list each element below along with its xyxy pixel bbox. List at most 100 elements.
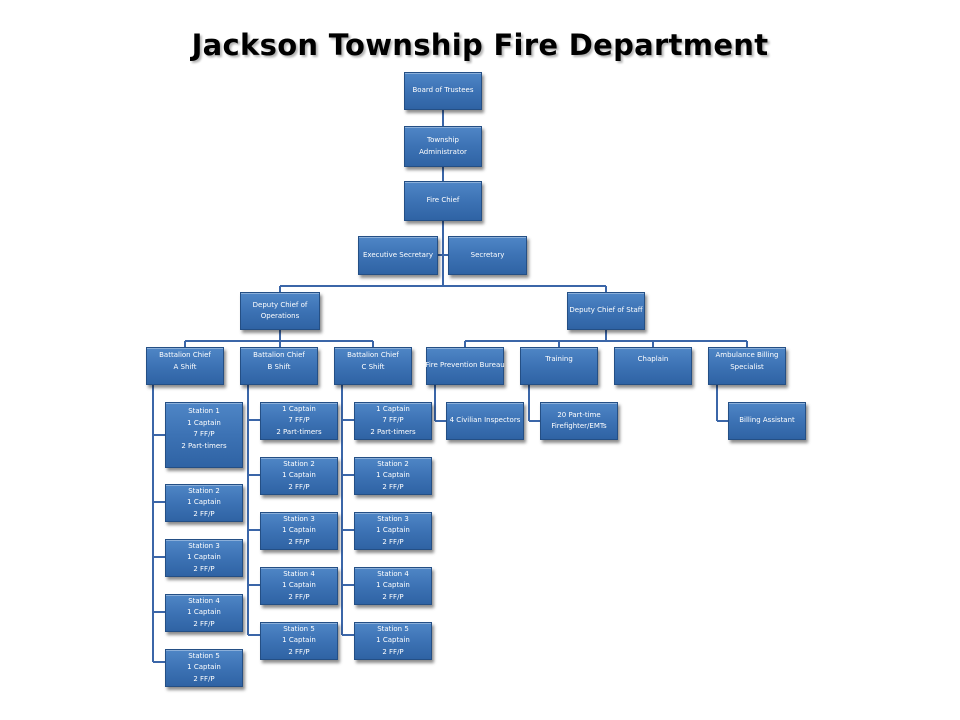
a-station-2-name: Station 2	[188, 486, 220, 495]
c-shift-station-4-box: Station 4 1 Captain 2 FF/P	[354, 567, 432, 605]
battalion-chief-b-line2: B Shift	[267, 362, 291, 371]
civilian-inspectors-label: 4 Civilian Inspectors	[449, 416, 521, 425]
c-station-5-ffp: 2 FF/P	[382, 647, 404, 656]
battalion-chief-b-line1: Battalion Chief	[253, 351, 305, 359]
c-shift-station-2-box: Station 2 1 Captain 2 FF/P	[354, 457, 432, 495]
b-station-5-captain: 1 Captain	[282, 636, 316, 645]
training-firefighters-line2: Firefighter/EMTs	[551, 422, 607, 430]
c-station-4-captain: 1 Captain	[376, 581, 410, 590]
training-firefighters-line1: 20 Part-time	[557, 410, 601, 419]
b-shift-station-1-box: 1 Captain 7 FF/P 2 Part-timers	[260, 402, 338, 440]
battalion-chief-a-line2: A Shift	[173, 362, 197, 371]
b-station-1-part-timers: 2 Part-timers	[276, 427, 322, 436]
deputy-chief-operations-line2: Operations	[260, 312, 300, 320]
b-station-4-name: Station 4	[283, 569, 315, 578]
c-station-3-ffp: 2 FF/P	[382, 537, 404, 546]
battalion-chief-c-box: Battalion Chief C Shift	[334, 347, 412, 385]
b-station-4-captain: 1 Captain	[282, 581, 316, 590]
fire-chief-label: Fire Chief	[426, 196, 460, 205]
b-shift-station-3-box: Station 3 1 Captain 2 FF/P	[260, 512, 338, 550]
a-station-3-name: Station 3	[188, 541, 220, 550]
a-station-3-ffp: 2 FF/P	[193, 564, 215, 573]
deputy-chief-staff-box: Deputy Chief of Staff	[567, 292, 645, 330]
c-station-2-ffp: 2 FF/P	[382, 482, 404, 491]
a-shift-station-5-box: Station 5 1 Captain 2 FF/P	[165, 649, 243, 687]
b-station-2-name: Station 2	[283, 459, 315, 468]
fire-prevention-bureau-label: Fire Prevention Bureau	[425, 361, 505, 370]
a-station-3-captain: 1 Captain	[187, 553, 221, 562]
township-administrator-box: Township Administrator	[404, 126, 482, 167]
a-station-1-name: Station 1	[188, 407, 220, 415]
battalion-chief-c-line2: C Shift	[361, 362, 385, 371]
b-shift-station-2-box: Station 2 1 Captain 2 FF/P	[260, 457, 338, 495]
c-station-5-captain: 1 Captain	[376, 636, 410, 645]
chaplain-label: Chaplain	[637, 355, 669, 363]
a-station-4-ffp: 2 FF/P	[193, 619, 215, 628]
b-station-1-captain: 1 Captain	[282, 404, 316, 413]
battalion-chief-c-line1: Battalion Chief	[347, 351, 399, 359]
c-shift-station-1-box: 1 Captain 7 FF/P 2 Part-timers	[354, 402, 432, 440]
c-station-2-captain: 1 Captain	[376, 471, 410, 480]
a-station-5-name: Station 5	[188, 651, 220, 660]
ambulance-billing-specialist-label: Ambulance Billing Specialist	[715, 351, 779, 371]
deputy-chief-operations-line1: Deputy Chief of	[252, 300, 308, 309]
c-station-3-captain: 1 Captain	[376, 526, 410, 535]
executive-secretary-box: Executive Secretary	[358, 236, 438, 275]
deputy-chief-staff-label: Deputy Chief of Staff	[569, 306, 643, 315]
a-station-4-captain: 1 Captain	[187, 608, 221, 617]
battalion-chief-a-line1: Battalion Chief	[159, 351, 211, 359]
battalion-chief-a-box: Battalion Chief A Shift	[146, 347, 224, 385]
battalion-chief-b-box: Battalion Chief B Shift	[240, 347, 318, 385]
b-station-3-captain: 1 Captain	[282, 526, 316, 535]
a-station-1-captain: 1 Captain	[187, 418, 221, 427]
a-station-1-ffp: 7 FF/P	[193, 430, 215, 438]
c-station-4-name: Station 4	[377, 569, 409, 578]
c-station-2-name: Station 2	[377, 459, 409, 468]
b-station-5-ffp: 2 FF/P	[288, 647, 310, 656]
board-of-trustees-box: Board of Trustees	[404, 72, 482, 110]
deputy-chief-operations-box: Deputy Chief of Operations	[240, 292, 320, 330]
a-station-4-name: Station 4	[188, 596, 220, 605]
billing-assistant-box: Billing Assistant	[728, 402, 806, 440]
a-station-5-ffp: 2 FF/P	[193, 674, 215, 683]
a-station-1-part-timers: 2 Part-timers	[181, 441, 227, 450]
training-firefighters-box: 20 Part-time Firefighter/EMTs	[540, 402, 618, 440]
b-station-2-captain: 1 Captain	[282, 471, 316, 480]
training-box: Training	[520, 347, 598, 385]
chart-title: Jackson Township Fire Department	[191, 28, 769, 62]
c-station-1-ffp: 7 FF/P	[382, 416, 404, 425]
b-station-5-name: Station 5	[283, 624, 315, 633]
c-shift-station-5-box: Station 5 1 Captain 2 FF/P	[354, 622, 432, 660]
secretary-box: Secretary	[448, 236, 527, 275]
fire-prevention-bureau-box: Fire Prevention Bureau	[425, 347, 505, 385]
secretary-label: Secretary	[470, 250, 505, 259]
c-station-1-part-timers: 2 Part-timers	[370, 427, 416, 436]
board-of-trustees-label: Board of Trustees	[412, 86, 474, 95]
c-shift-station-3-box: Station 3 1 Captain 2 FF/P	[354, 512, 432, 550]
b-shift-station-4-box: Station 4 1 Captain 2 FF/P	[260, 567, 338, 605]
b-shift-station-5-box: Station 5 1 Captain 2 FF/P	[260, 622, 338, 660]
c-station-3-name: Station 3	[377, 514, 409, 523]
billing-assistant-label: Billing Assistant	[739, 416, 795, 425]
a-station-5-captain: 1 Captain	[187, 663, 221, 672]
a-shift-station-1-box: Station 1 1 Captain 7 FF/P 2 Part-timers	[165, 402, 243, 468]
executive-secretary-label: Executive Secretary	[363, 250, 433, 259]
b-station-2-ffp: 2 FF/P	[288, 482, 310, 491]
c-station-1-captain: 1 Captain	[376, 404, 410, 413]
training-label: Training	[545, 355, 573, 363]
a-shift-station-4-box: Station 4 1 Captain 2 FF/P	[165, 594, 243, 632]
b-station-1-ffp: 7 FF/P	[288, 416, 310, 425]
township-administrator-label-line1: Township	[426, 136, 459, 144]
c-station-5-name: Station 5	[377, 624, 409, 633]
township-administrator-label-line2: Administrator	[419, 147, 467, 156]
b-station-3-ffp: 2 FF/P	[288, 537, 310, 546]
c-station-4-ffp: 2 FF/P	[382, 592, 404, 601]
b-station-3-name: Station 3	[283, 514, 315, 523]
a-station-2-captain: 1 Captain	[187, 498, 221, 507]
a-shift-station-3-box: Station 3 1 Captain 2 FF/P	[165, 539, 243, 577]
fire-chief-box: Fire Chief	[404, 181, 482, 221]
a-station-2-ffp: 2 FF/P	[193, 509, 215, 518]
civilian-inspectors-box: 4 Civilian Inspectors	[446, 402, 524, 440]
chaplain-box: Chaplain	[614, 347, 692, 385]
